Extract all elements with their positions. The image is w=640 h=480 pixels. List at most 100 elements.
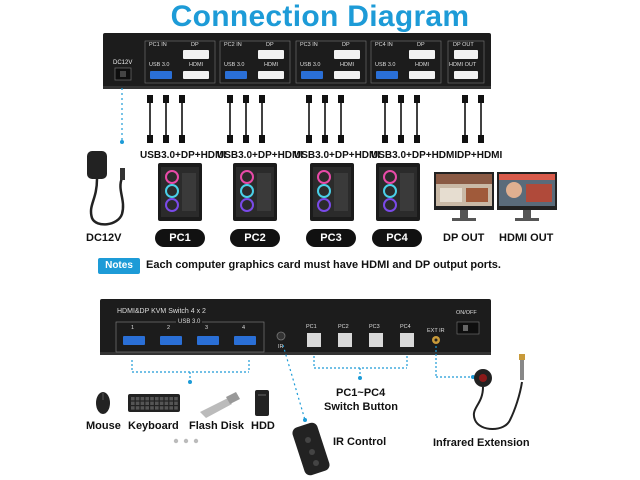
usb-num-2: 2 [167,325,170,331]
hdd-label: HDD [251,420,275,432]
dp-port-3 [334,50,360,59]
pc1-switch-button [307,333,321,347]
pc2-badge: PC2 [230,229,280,247]
port-1-usb-label: USB 3.0 [149,62,169,68]
cable-label-pc2: USB3.0+DP+HDMI [217,150,303,161]
keyboard-label: Keyboard [128,420,179,432]
notes-badge: Notes [98,258,140,274]
port-3-usb-label: USB 3.0 [300,62,320,68]
top-device-edge [103,86,491,89]
hdd-image [255,390,269,416]
cable-usb [147,95,153,143]
flash-disk-label: Flash Disk [189,420,244,432]
pc3-tower [310,163,354,221]
ir-label: IR [278,344,284,350]
pc4-badge: PC4 [372,229,422,247]
port-1-dp-label: DP [191,42,199,48]
port-2-usb-label: USB 3.0 [224,62,244,68]
usb-port-2 [225,71,247,79]
ir-extension-image [474,354,525,429]
monitor-hdmi [497,172,557,221]
hdmi-port-3 [334,71,360,79]
dp-port-1 [183,50,209,59]
cable-dp [243,95,249,143]
cable-hdmi [338,95,344,143]
switch-button-label-1: PC1~PC4 [336,387,385,399]
top-hdmi-out-label: HDMI OUT [449,62,476,68]
front-usb-port-4 [234,336,256,345]
cable-label-pc4: USB3.0+DP+HDMI [371,150,457,161]
dp-out-label: DP OUT [443,232,484,244]
port-3-dp-label: DP [342,42,350,48]
port-4-hdmi-label: HDMI [415,62,429,68]
cable-dp [322,95,328,143]
cable-usb [227,95,233,143]
hdmi-out-label: HDMI OUT [499,232,553,244]
cable-label-out: DP+HDMI [457,150,502,161]
mouse-label: Mouse [86,420,121,432]
top-dc-label: DC12V [113,60,132,66]
port-1-hdmi-label: HDMI [189,62,203,68]
front-pc3-label: PC3 [369,324,380,330]
pc3-badge: PC3 [306,229,356,247]
power-adapter [87,151,107,179]
pc4-tower [376,163,420,221]
mouse-image [96,392,110,414]
usb-num-4: 4 [242,325,245,331]
ir-remote-image [291,421,331,477]
keyboard-image [128,394,180,412]
monitor-dp [434,172,494,221]
infrared-extension-label: Infrared Extension [433,437,530,449]
port-1-in-label: PC1 IN [149,42,167,48]
cable-hdmi [414,95,420,143]
pc3-switch-button [369,333,383,347]
port-2-hdmi-label: HDMI [264,62,278,68]
front-pc4-label: PC4 [400,324,411,330]
front-pc1-label: PC1 [306,324,317,330]
usb-num-1: 1 [131,325,134,331]
pc2-switch-button [338,333,352,347]
dp-port-4 [409,50,435,59]
cable-dp [163,95,169,143]
port-4-usb-label: USB 3.0 [375,62,395,68]
front-pc2-label: PC2 [338,324,349,330]
usb-group-label: USB 3.0 [176,319,202,325]
cable-usb [382,95,388,143]
usb-port-1 [150,71,172,79]
notes-text: Each computer graphics card must have HD… [146,259,501,271]
usb-num-3: 3 [205,325,208,331]
cable-dp [398,95,404,143]
port-4-dp-label: DP [417,42,425,48]
port-3-hdmi-label: HDMI [340,62,354,68]
pc1-tower [158,163,202,221]
out-hdmi-port [454,71,478,79]
cable-hdmi [478,95,484,143]
cable-label-pc3: USB3.0+DP+HDMI [294,150,380,161]
port-2-in-label: PC2 IN [224,42,242,48]
adapter-label: DC12V [86,232,121,244]
usb-port-4 [376,71,398,79]
front-usb-port-2 [160,336,182,345]
cable-dp [462,95,468,143]
usb-port-3 [301,71,323,79]
hdmi-port-2 [258,71,284,79]
cable-label-pc1: USB3.0+DP+HDMI [140,150,226,161]
pc2-tower [233,163,277,221]
port-4-in-label: PC4 IN [375,42,393,48]
hdmi-port-4 [409,71,435,79]
hdmi-port-1 [183,71,209,79]
ir-receiver [277,332,285,340]
switch-button-label-2: Switch Button [324,401,398,413]
front-usb-port-1 [123,336,145,345]
dp-port-2 [258,50,284,59]
onoff-label: ON/OFF [456,310,477,316]
top-dp-out-label: DP OUT [453,42,474,48]
ir-control-label: IR Control [333,436,386,448]
port-3-in-label: PC3 IN [300,42,318,48]
pc4-switch-button [400,333,414,347]
cable-hdmi [179,95,185,143]
cable-usb [306,95,312,143]
flash-disk-image [200,392,240,418]
ext-ir-label: EXT IR [427,328,445,334]
pc1-badge: PC1 [155,229,205,247]
